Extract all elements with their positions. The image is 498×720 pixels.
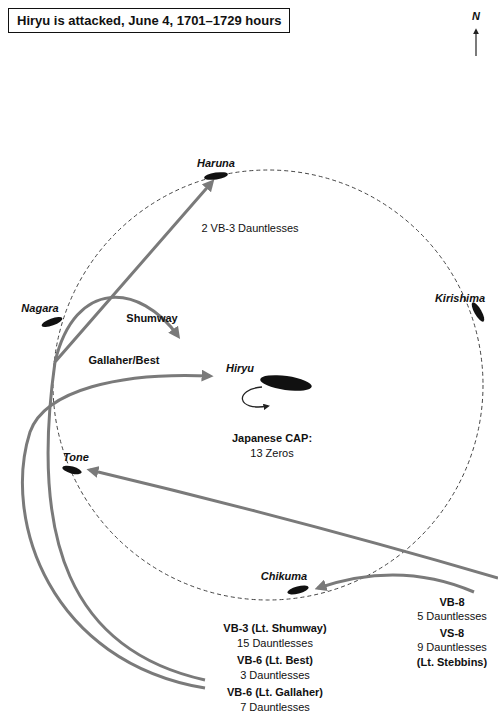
ship-symbol: [40, 315, 63, 329]
squadron-label: 3 Dauntlesses: [238, 669, 312, 682]
attack-route: [90, 470, 498, 578]
carrier-symbol: [259, 372, 312, 393]
north-arrow: [475, 30, 476, 56]
squadron-label: VB-8: [437, 596, 466, 609]
attack-route: [55, 297, 178, 362]
ship-symbol: [204, 171, 229, 181]
squadron-label: 15 Dauntlesses: [235, 637, 315, 650]
squadron-label: 7 Dauntlesses: [238, 701, 312, 714]
ship-symbol: [286, 584, 309, 596]
ship-name: Chikuma: [259, 570, 309, 583]
screen-circle: [53, 170, 483, 600]
ship-name: Tone: [61, 451, 91, 464]
squadron-label: VB-6 (Lt. Gallaher): [225, 686, 325, 699]
squadron-label: VB-6 (Lt. Best): [235, 654, 315, 667]
squadron-label: (Lt. Stebbins): [415, 656, 489, 669]
turn-track: [242, 387, 268, 407]
squadron-label: 9 Dauntlesses: [415, 641, 489, 654]
ship-symbol: [469, 301, 486, 324]
ship-name: Haruna: [195, 157, 237, 170]
cap-label: Japanese CAP:: [230, 432, 314, 445]
cap-label: 13 Zeros: [248, 447, 295, 460]
flight-label: 2 VB-3 Dauntlesses: [199, 222, 300, 235]
attack-route: [22, 375, 210, 688]
compass-letter: N: [470, 10, 482, 23]
squadron-label: VS-8: [438, 627, 466, 640]
attack-route: [48, 182, 212, 680]
attack-route: [318, 575, 474, 592]
ship-name: Hiryu: [224, 362, 256, 375]
flight-label: Shumway: [124, 312, 179, 325]
ship-name: Nagara: [19, 302, 60, 315]
squadron-label: VB-3 (Lt. Shumway): [221, 622, 328, 635]
squadron-label: 5 Dauntlesses: [415, 610, 489, 623]
ship-symbol: [61, 464, 82, 476]
flight-label: Gallaher/Best: [87, 354, 162, 367]
ship-name: Kirishima: [433, 292, 487, 305]
map-title: Hiryu is attacked, June 4, 1701–1729 hou…: [8, 8, 290, 33]
